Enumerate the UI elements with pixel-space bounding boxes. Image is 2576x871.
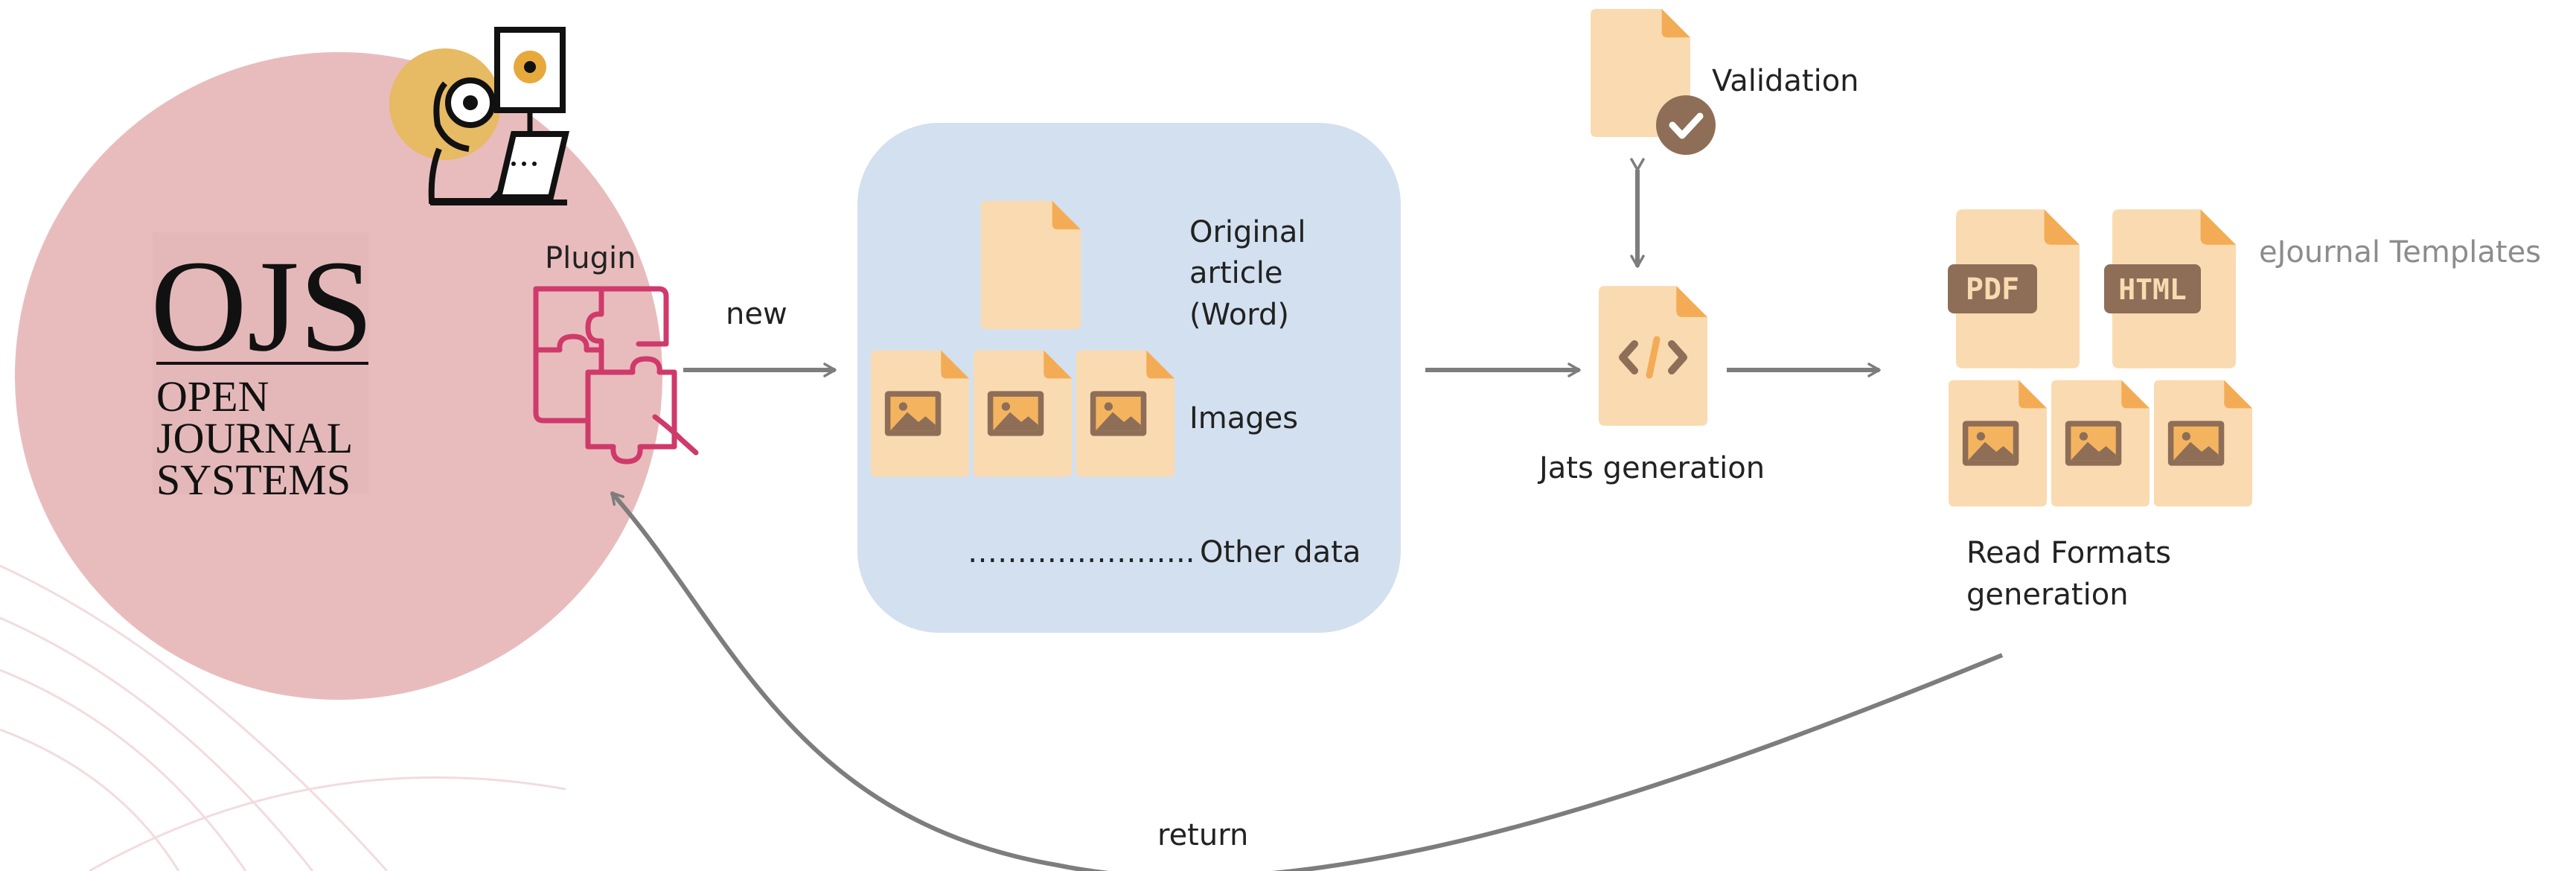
original-article-document-icon	[981, 200, 1081, 330]
read-formats-label-line2: generation	[1966, 578, 2129, 612]
image-file-icon-3	[1076, 350, 1174, 477]
other-data-dots: …………………..	[968, 535, 1195, 570]
puzzle-hand-icon	[533, 286, 699, 465]
image-file-icon-6	[2154, 380, 2252, 507]
image-file-icon-1	[871, 350, 969, 477]
jats-generation-label: Jats generation	[1537, 451, 1765, 485]
image-file-icon-5	[2051, 380, 2150, 507]
pdf-file-icon: PDF	[1948, 209, 2080, 368]
ojs-acronym: OJS	[150, 234, 374, 379]
image-file-icon-2	[974, 350, 1072, 477]
original-label-line2: article	[1189, 256, 1282, 290]
logo-line-open: OPEN	[156, 372, 269, 421]
validation-label: Validation	[1712, 64, 1859, 98]
logo-line-journal: JOURNAL	[156, 414, 353, 462]
arrow-return	[610, 491, 2004, 871]
html-file-icon: HTML	[2104, 209, 2236, 368]
logo-line-systems: SYSTEMS	[156, 456, 351, 504]
ojs-logo: OJS OPEN JOURNAL SYSTEMS	[150, 234, 374, 504]
original-label-line3: (Word)	[1189, 298, 1289, 332]
other-data-label: Other data	[1200, 535, 1361, 570]
plugin-label: Plugin	[545, 241, 636, 275]
background-curves	[0, 564, 566, 871]
return-label: return	[1157, 818, 1248, 852]
check-document-icon	[1591, 9, 1716, 155]
images-label: Images	[1189, 401, 1298, 436]
developer-laptop-icon	[389, 27, 570, 205]
new-label: new	[726, 297, 787, 331]
image-file-icon-4	[1949, 380, 2047, 507]
read-formats-label-line1: Read Formats	[1966, 536, 2171, 570]
html-badge: HTML	[2118, 273, 2187, 306]
original-label-line1: Original	[1189, 215, 1306, 249]
code-file-icon	[1599, 286, 1707, 426]
ejournal-templates-label: eJournal Templates	[2259, 235, 2541, 269]
pdf-badge: PDF	[1966, 272, 2019, 307]
